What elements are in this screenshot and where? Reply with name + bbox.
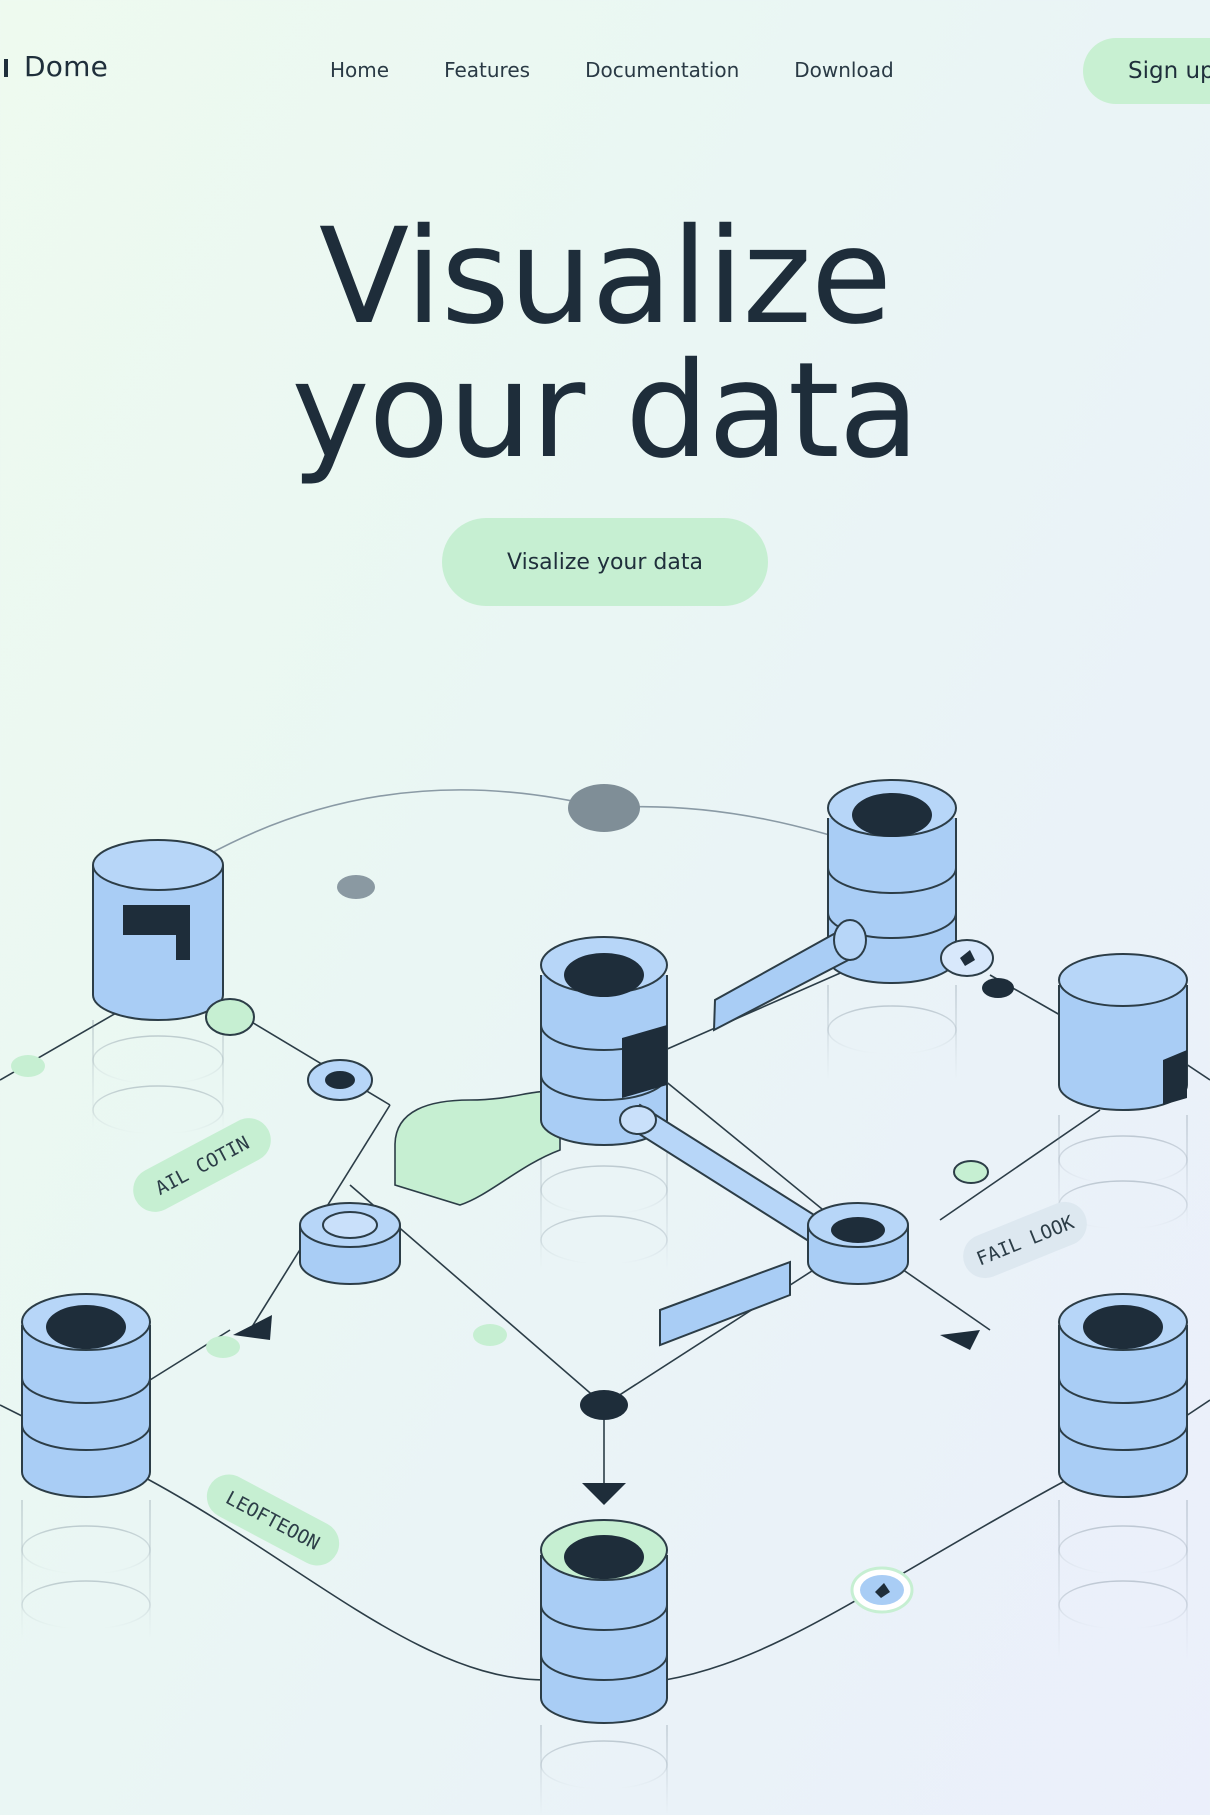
arrow-left-icon [233, 1315, 272, 1340]
tag-label-right: FAIL LOOK [963, 1201, 1087, 1279]
green-node-1 [205, 998, 255, 1036]
slanted-panel [659, 1260, 791, 1347]
hero-title: Visualize your data [0, 210, 1210, 478]
hero-title-line-1: Visualize [318, 200, 892, 354]
green-node-3 [953, 1160, 989, 1184]
junction-node-center [580, 1390, 628, 1420]
green-area-shape [394, 1090, 561, 1206]
top-navigation: Dome Home Features Documentation Downloa… [0, 0, 1210, 145]
nav-link-documentation[interactable]: Documentation [585, 58, 740, 82]
disc-node-mid-left [299, 1202, 401, 1285]
node-dot-gray-small [337, 875, 375, 899]
arrow-down-icon [582, 1483, 626, 1505]
cta-visualize-button[interactable]: Visalize your data [442, 518, 768, 606]
logo-mark-icon [0, 59, 8, 77]
signup-button[interactable]: Sign up [1083, 38, 1210, 104]
pin-node-bottom-right [850, 1566, 914, 1614]
brand-name: Dome [24, 50, 108, 83]
disc-node-mid-right [807, 1202, 909, 1285]
pipe-center-cap [619, 1105, 657, 1135]
green-node-2 [11, 1055, 45, 1077]
pipe-connector-center [623, 1103, 832, 1247]
pin-node-top-right [940, 939, 994, 977]
green-node-5 [473, 1324, 507, 1346]
nav-link-home[interactable]: Home [330, 58, 390, 82]
database-stack-bottom-center [540, 1519, 668, 1724]
database-cylinder-top-left [92, 839, 224, 1021]
node-dot-gray-large [568, 784, 640, 832]
node-dot-dark-right [982, 978, 1014, 998]
nav-link-features[interactable]: Features [444, 58, 531, 82]
brand-logo[interactable]: Dome [0, 50, 108, 83]
nav-links: Home Features Documentation Download [330, 58, 949, 82]
pipe-end-cap [833, 919, 867, 961]
ring-node-left [307, 1059, 373, 1101]
database-stack-center [540, 936, 668, 1146]
nav-link-download[interactable]: Download [794, 58, 894, 82]
tag-label-bottom: LEOFTEOON [206, 1474, 340, 1566]
tag-label-left: AIL COTIN [133, 1118, 271, 1212]
database-stack-bottom-left [21, 1293, 151, 1498]
green-node-4 [206, 1336, 240, 1358]
hero-title-line-2: your data [291, 334, 919, 488]
database-reflections [21, 985, 1188, 1815]
arrow-right-icon [940, 1330, 980, 1350]
database-stack-bottom-right [1058, 1293, 1188, 1498]
database-cylinder-right [1058, 953, 1188, 1111]
